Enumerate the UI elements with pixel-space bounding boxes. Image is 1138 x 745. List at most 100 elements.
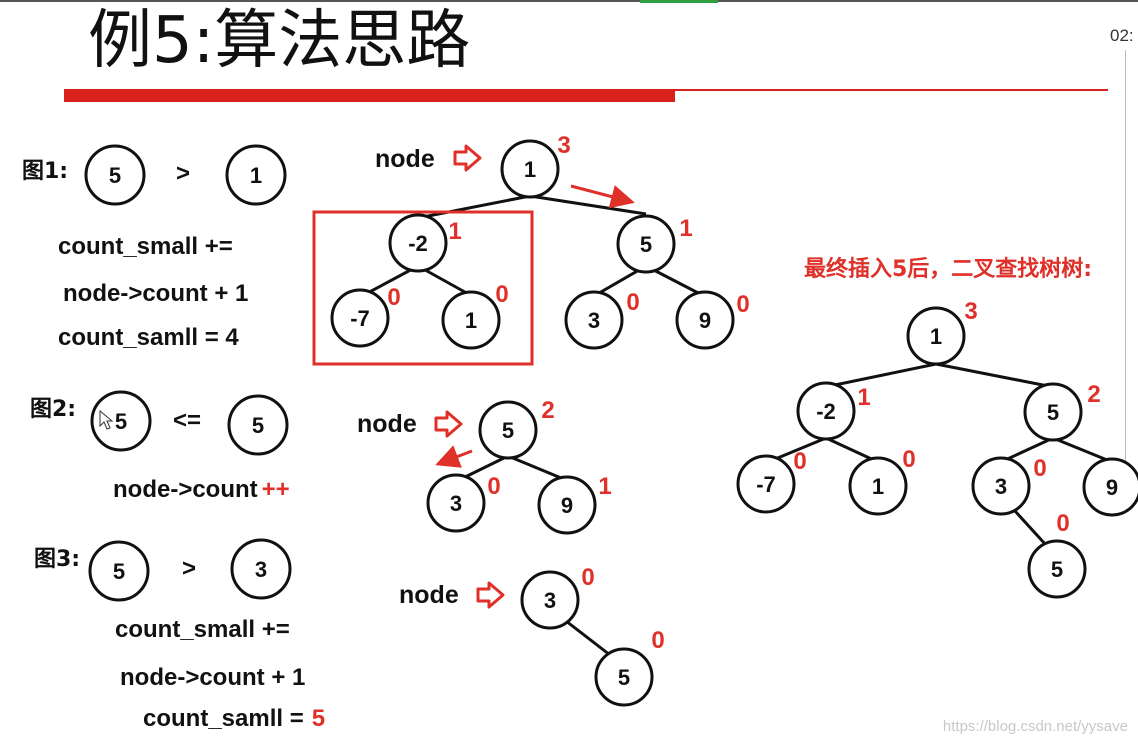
final-tree-node-count: 3 — [964, 298, 977, 325]
tree-1-node-count: 3 — [557, 132, 570, 159]
tree-2-node: 9 1 — [537, 473, 612, 535]
mouse-cursor-icon — [99, 409, 114, 430]
tree-3-edge — [565, 619, 611, 657]
title-underline-bar — [64, 89, 675, 102]
tree-2-node: 3 0 — [426, 473, 501, 533]
tree-1-node-count: 1 — [448, 218, 461, 245]
tree-1-pointer-arrow — [453, 144, 482, 172]
figure-3-operator: > — [182, 555, 196, 582]
figure-1-right-node: 1 — [225, 144, 287, 206]
final-tree-node: -7 0 — [736, 448, 807, 514]
final-tree-node-value: -2 — [816, 399, 836, 424]
final-tree-node-count: 0 — [1033, 455, 1046, 482]
clock-readout: 02: — [1110, 26, 1134, 45]
figure-3-line-1: count_small += — [115, 616, 290, 643]
tree-2-pointer-label: node — [357, 410, 417, 438]
final-tree-caption: 最终插入5后，二叉查找树树: — [804, 256, 1092, 282]
tree-1-node-count: 1 — [679, 215, 692, 242]
tree-2-node: 5 2 — [478, 397, 555, 460]
final-tree-node: 9 — [1082, 457, 1138, 517]
tree-3-node-value: 5 — [618, 665, 630, 690]
tree-2-node-value: 3 — [450, 491, 462, 516]
final-tree-edge — [1052, 436, 1113, 464]
tree-2-edge — [507, 454, 567, 482]
final-tree-node: 3 0 — [971, 455, 1047, 516]
figure-1-right-value: 1 — [250, 163, 262, 188]
tree-3-pointer-label: node — [399, 581, 459, 609]
final-tree-node: 5 0 — [1027, 510, 1087, 599]
figure-3-left-circle — [88, 540, 150, 602]
tree-2: node 5 2 3 0 9 1 — [357, 397, 612, 535]
tree-3-node-value: 3 — [544, 588, 556, 613]
final-tree-node-count: 0 — [1056, 510, 1069, 537]
figure-3-result: 5 — [312, 705, 325, 732]
final-tree-node-value: 1 — [872, 474, 884, 499]
figure-3-line-2: node->count + 1 — [120, 664, 305, 691]
tree-1-edge — [417, 194, 531, 220]
figure-2-right-circle — [227, 394, 289, 456]
tree-3: node 3 0 5 0 — [399, 564, 665, 707]
final-tree-edge — [829, 362, 937, 388]
tree-3-node-count: 0 — [651, 627, 664, 654]
figure-2: 图2: 5 <= 5 node->count++ — [30, 390, 290, 503]
figure-3-line-3: count_samll = 5 — [143, 705, 325, 732]
final-tree-node-value: 1 — [930, 324, 942, 349]
figure-2-line-1-text: node->count — [113, 476, 258, 503]
figure-3-line-3-text: count_samll = — [143, 705, 304, 732]
tree-1-node-value: 1 — [465, 308, 477, 333]
tree-1-node-value: 3 — [588, 308, 600, 333]
tree-3-node-count: 0 — [581, 564, 594, 591]
figure-2-line-1: node->count++ — [113, 476, 290, 503]
tree-1-node-count: 0 — [736, 291, 749, 318]
figure-1-left-value: 5 — [109, 163, 121, 188]
figure-1-left-node: 5 — [84, 144, 146, 206]
slide-title: 例5:算法思路 — [88, 4, 471, 78]
figure-3-right-node: 3 — [230, 538, 292, 600]
tree-1: node 1 3 -2 1 5 1 -7 0 — [312, 132, 750, 366]
figure-3-right-value: 3 — [255, 557, 267, 582]
figure-2-increment: ++ — [262, 476, 290, 503]
final-tree-node: 1 0 — [848, 446, 916, 516]
figure-1-left-circle — [84, 144, 146, 206]
final-tree-edge — [935, 362, 1049, 388]
tree-2-node-value: 9 — [561, 493, 573, 518]
tree-2-pointer-arrow — [434, 410, 463, 438]
figure-1-line-3: count_samll = 4 — [58, 324, 239, 351]
tree-1-node-value: 5 — [640, 232, 652, 257]
final-tree-node-count: 2 — [1087, 381, 1100, 408]
tree-1-node: -2 1 — [388, 213, 462, 273]
final-tree-node-value: 9 — [1106, 475, 1118, 500]
tree-2-node-count: 1 — [598, 473, 611, 500]
tree-2-node-count: 0 — [487, 473, 500, 500]
figure-3-label: 图3: — [34, 547, 80, 572]
figure-1-line-1: count_small += — [58, 233, 233, 260]
right-edge-line — [1125, 50, 1126, 480]
final-tree-node-count: 1 — [857, 384, 870, 411]
final-tree-node-value: 3 — [995, 474, 1007, 499]
final-tree-node-count: 0 — [793, 448, 806, 475]
tree-1-node: 1 0 — [441, 281, 509, 350]
top-edge-accent — [640, 0, 718, 3]
final-tree-node: 5 2 — [1023, 381, 1101, 442]
watermark-text: https://blog.csdn.net/yysave — [943, 718, 1128, 735]
tree-1-node-count: 0 — [626, 289, 639, 316]
figure-2-label: 图2: — [30, 397, 76, 422]
tree-2-direction-arrow — [435, 445, 473, 468]
figure-3-left-node: 5 — [88, 540, 150, 602]
final-tree-node-value: -7 — [756, 472, 776, 497]
tree-1-node: 3 0 — [564, 289, 640, 350]
figure-3: 图3: 5 > 3 count_small += node->count + 1… — [34, 538, 325, 732]
tree-1-node: 1 3 — [500, 132, 571, 199]
tree-1-left-subtree-highlight — [312, 210, 534, 366]
tree-1-node-value: -2 — [408, 231, 428, 256]
tree-1-edge — [529, 194, 647, 216]
figure-1-operator: > — [176, 160, 190, 187]
figure-2-operator: <= — [173, 407, 201, 434]
figure-2-left-circle — [90, 390, 152, 452]
tree-1-node: 5 1 — [616, 214, 693, 274]
figure-3-right-circle — [230, 538, 292, 600]
figure-1: 图1: 5 > 1 count_small += node->count + 1… — [22, 144, 287, 351]
tree-3-pointer-arrow — [476, 581, 505, 609]
tree-2-node-value: 5 — [502, 418, 514, 443]
